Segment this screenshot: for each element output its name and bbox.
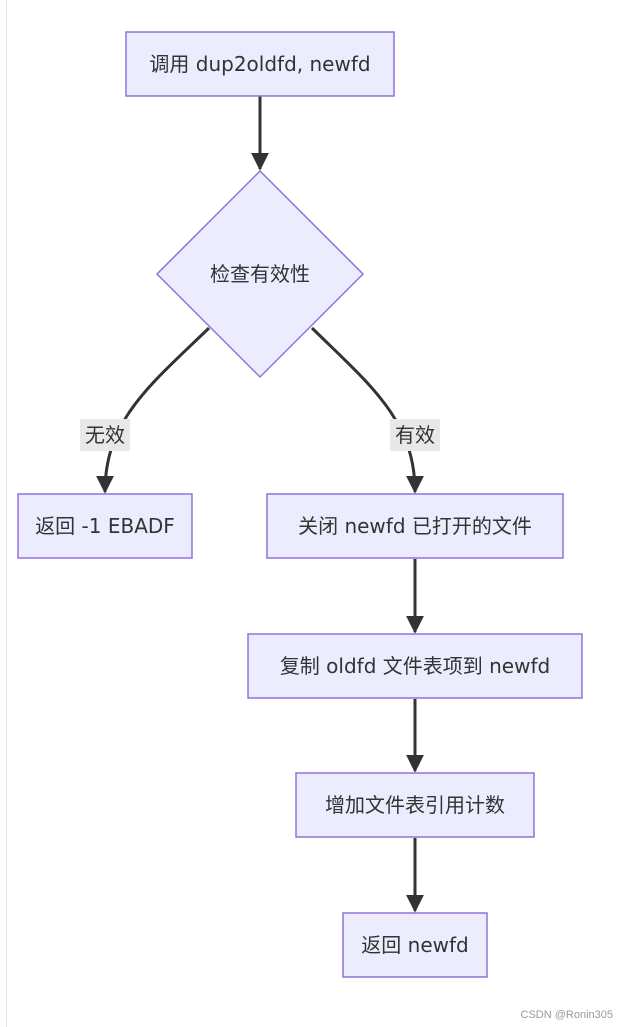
edge-label-valid: 有效: [390, 419, 440, 451]
node-increment-refcount-label: 增加文件表引用计数: [325, 793, 505, 817]
node-increment-refcount: 增加文件表引用计数: [295, 772, 535, 838]
edge-check-to-invalid: [96, 326, 211, 494]
edge-check-to-close: [310, 326, 424, 494]
node-return-newfd-label: 返回 newfd: [361, 933, 468, 957]
node-return-ebadf-label: 返回 -1 EBADF: [35, 514, 175, 538]
node-copy-entry-label: 复制 oldfd 文件表项到 newfd: [280, 654, 550, 678]
node-call-dup2-label: 调用 dup2oldfd, newfd: [149, 52, 370, 76]
edge-label-invalid-text: 无效: [85, 423, 125, 447]
node-call-dup2: 调用 dup2oldfd, newfd: [125, 31, 395, 97]
watermark: CSDN @Ronin305: [520, 1009, 614, 1021]
node-check-validity-label: 检查有效性: [210, 262, 310, 286]
node-copy-entry: 复制 oldfd 文件表项到 newfd: [247, 633, 583, 699]
edge-label-valid-text: 有效: [395, 423, 435, 447]
node-return-newfd: 返回 newfd: [342, 912, 488, 978]
edge-label-invalid: 无效: [80, 419, 130, 451]
node-close-newfd: 关闭 newfd 已打开的文件: [266, 493, 564, 559]
node-return-ebadf: 返回 -1 EBADF: [17, 493, 193, 559]
node-check-validity: 检查有效性: [155, 169, 365, 379]
page-border-line: [6, 0, 7, 1027]
node-close-newfd-label: 关闭 newfd 已打开的文件: [298, 514, 532, 538]
